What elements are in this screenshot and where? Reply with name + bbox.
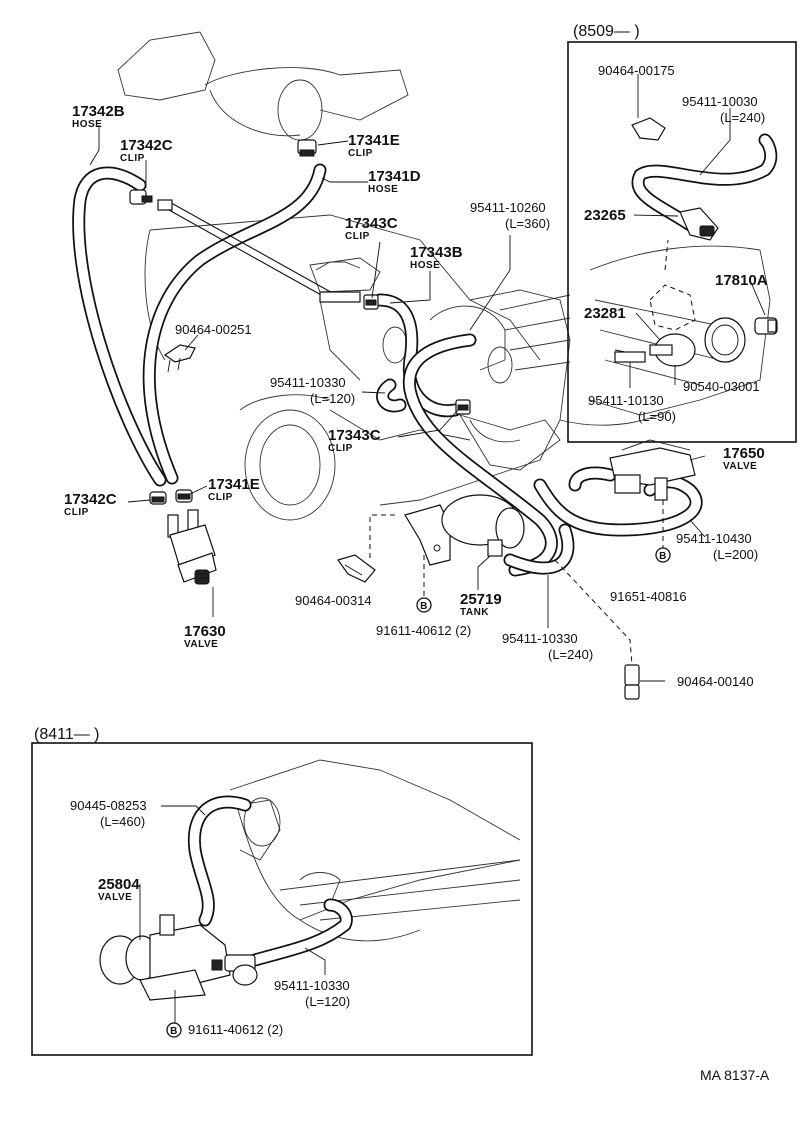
label-23265: 23265 [584, 207, 626, 224]
clip-17343c-mid [455, 399, 471, 415]
valve-25804 [99, 914, 258, 1001]
label-17343c-mid: 17343C [328, 427, 381, 444]
sensor-23265 [679, 207, 719, 241]
label-95411-10330-c: 95411-10330 [274, 978, 350, 993]
hose-17342b [72, 166, 167, 487]
label-25719: 25719 [460, 591, 502, 608]
hose-95411-10260 [402, 333, 558, 577]
bolt-mark-inset: B [166, 1022, 182, 1038]
label-17343c-mid-sub: CLIP [328, 443, 353, 454]
label-17342c-bottom-sub: CLIP [64, 507, 89, 518]
svg-text:B: B [420, 601, 428, 612]
label-90464-00140: 90464-00140 [677, 674, 754, 689]
label-17342b: 17342B [72, 103, 125, 120]
header-8509: (8509— ) [573, 23, 640, 40]
label-17341e-bottom: 17341E [208, 476, 260, 493]
label-91611-40612-a: 91611-40612 (2) [376, 623, 471, 638]
clip-17341e-bottom [175, 489, 193, 503]
label-90445-08253-len: (L=460) [100, 814, 145, 829]
label-17343b: 17343B [410, 244, 463, 261]
clamp-90464-00175 [631, 117, 666, 141]
svg-text:B: B [170, 1026, 178, 1037]
label-17343c-top: 17343C [345, 215, 398, 232]
label-95411-10130: 95411-10130 [588, 393, 664, 408]
svg-text:B: B [659, 551, 667, 562]
label-95411-10330-c-len: (L=120) [305, 994, 350, 1009]
clip-17343c-top [363, 294, 379, 310]
label-25804-sub: VALVE [98, 892, 132, 903]
label-17341e-top: 17341E [348, 132, 400, 149]
clamp-90464-00251 [163, 344, 196, 373]
label-17341d-sub: HOSE [368, 184, 398, 195]
label-17650: 17650 [723, 445, 765, 462]
dashed-leaders [369, 500, 664, 666]
label-91611-40612-b: 91611-40612 (2) [188, 1022, 283, 1037]
drawing-code: MA 8137-A [700, 1067, 770, 1083]
hose-95411-10430 [533, 466, 703, 537]
hose-17341d [142, 163, 327, 485]
label-95411-10330-a-len: (L=120) [310, 391, 355, 406]
hose-95411-10330-long [503, 523, 575, 575]
label-95411-10330-a: 95411-10330 [270, 375, 346, 390]
label-95411-10260-len: (L=360) [505, 216, 550, 231]
bolt-mark-valve-17650: B [655, 547, 671, 563]
label-17343b-sub: HOSE [410, 260, 440, 271]
label-17342c-top: 17342C [120, 137, 173, 154]
clip-90464-00140 [624, 664, 640, 700]
label-90464-00314: 90464-00314 [295, 593, 372, 608]
label-17630-sub: VALVE [184, 639, 218, 650]
label-95411-10330-b-len: (L=240) [548, 647, 593, 662]
label-95411-10430: 95411-10430 [676, 531, 752, 546]
label-25719-sub: TANK [460, 607, 489, 618]
cap-90540-03001 [704, 317, 746, 363]
label-17341d: 17341D [368, 168, 421, 185]
label-17342b-sub: HOSE [72, 119, 102, 130]
clip-17342c-bottom [149, 491, 167, 505]
clip-17341e-top [297, 139, 317, 157]
label-95411-10430-len: (L=200) [713, 547, 758, 562]
inset-8509 [567, 41, 797, 443]
tank-25719 [404, 494, 525, 566]
valve-17650 [609, 439, 696, 501]
label-17810a: 17810A [715, 272, 768, 289]
label-91651-40816: 91651-40816 [610, 589, 687, 604]
label-95411-10030: 95411-10030 [682, 94, 758, 109]
hose-95411-10330-short [376, 378, 407, 413]
label-17341e-top-sub: CLIP [348, 148, 373, 159]
leader-lines [89, 74, 766, 975]
label-17341e-bottom-sub: CLIP [208, 492, 233, 503]
filter-23281 [614, 284, 696, 367]
label-95411-10130-len: (L=90) [638, 409, 676, 424]
cap-17810a [754, 317, 778, 335]
bolt-mark-tank: B [416, 597, 432, 613]
label-17630: 17630 [184, 623, 226, 640]
header-8411: (8411— ) [34, 726, 100, 743]
vacuum-pipe [157, 199, 361, 303]
label-90445-08253: 90445-08253 [70, 798, 147, 813]
label-95411-10260: 95411-10260 [470, 200, 546, 215]
label-17343c-top-sub: CLIP [345, 231, 370, 242]
label-25804: 25804 [98, 876, 140, 893]
label-90464-00251: 90464-00251 [175, 322, 252, 337]
bracket-90464-00314 [337, 554, 376, 583]
label-90464-00175: 90464-00175 [598, 63, 675, 78]
label-17342c-bottom: 17342C [64, 491, 117, 508]
label-95411-10330-b: 95411-10330 [502, 631, 578, 646]
valve-17630 [167, 509, 217, 585]
label-23281: 23281 [584, 305, 626, 322]
clip-17342c-top [129, 189, 153, 205]
label-17650-sub: VALVE [723, 461, 757, 472]
label-90540-03001: 90540-03001 [683, 379, 760, 394]
engine-outline [117, 31, 671, 521]
label-17342c-top-sub: CLIP [120, 153, 145, 164]
label-95411-10030-len: (L=240) [720, 110, 765, 125]
inset-8411 [31, 742, 533, 1056]
